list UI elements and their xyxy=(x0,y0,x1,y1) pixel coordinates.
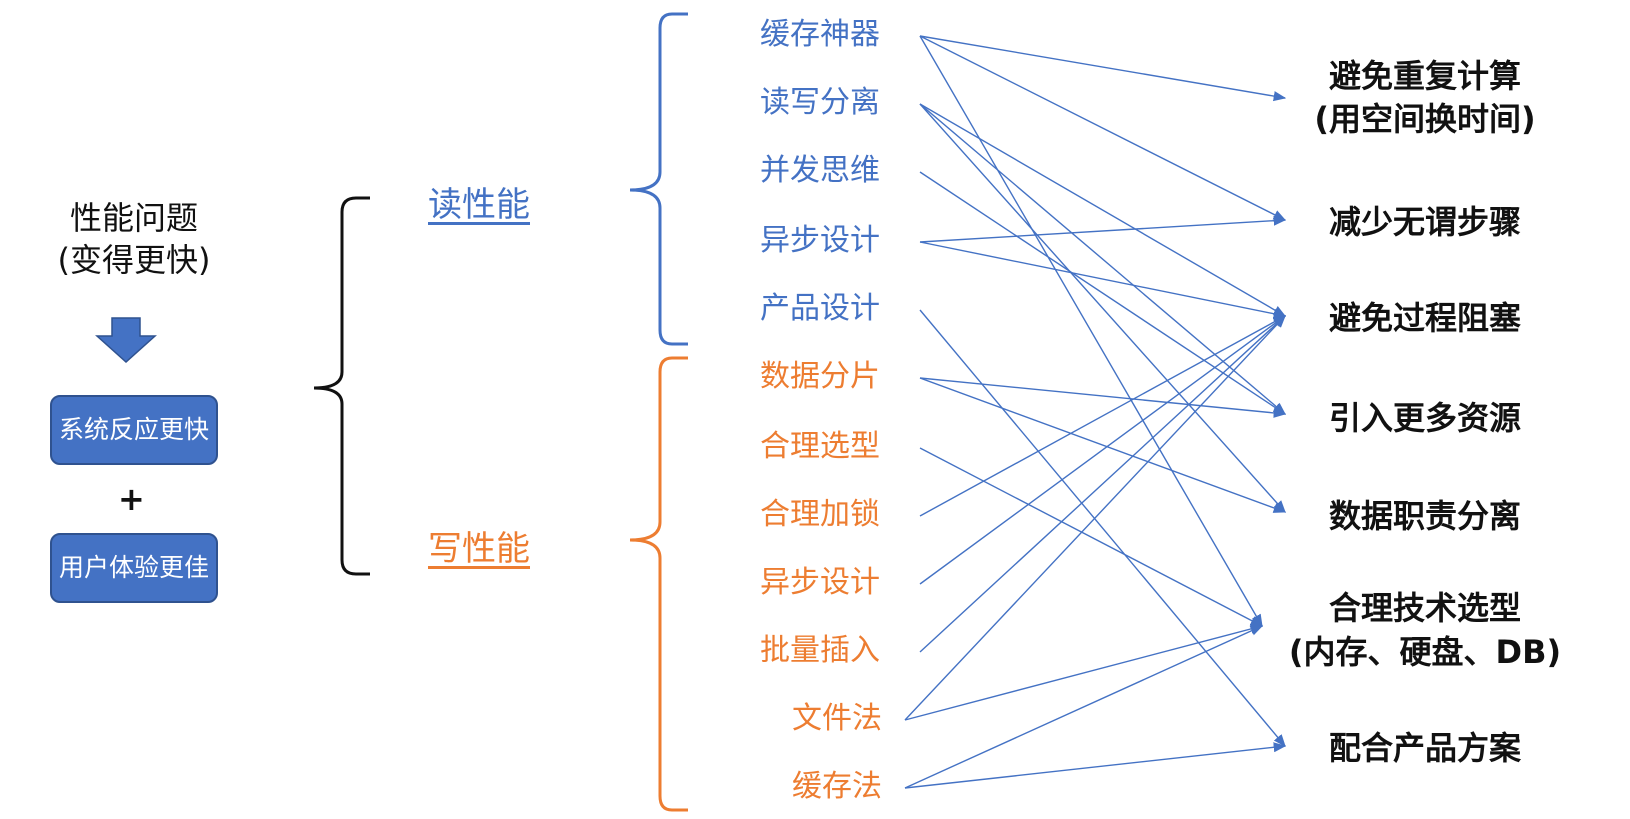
read-brace xyxy=(629,12,688,346)
connector-arrow xyxy=(919,377,1287,513)
write-lever-1: 数据分片 xyxy=(760,359,880,394)
root-title-line1: 性能问题 xyxy=(69,199,198,237)
system-faster-box: 系统反应更快 xyxy=(50,395,218,465)
write-lever-7: 缓存法 xyxy=(792,769,882,804)
write-lever-2: 合理选型 xyxy=(760,429,880,464)
connector-arrow xyxy=(919,103,1287,317)
category-read-performance: 读性能 xyxy=(428,185,530,225)
connector-arrow xyxy=(919,103,1286,513)
connector-arrow xyxy=(904,742,1287,789)
connector-arrow xyxy=(919,35,1263,628)
write-lever-5: 批量插入 xyxy=(760,633,880,668)
goal-reduce-steps: 减少无谓步骤 xyxy=(1328,203,1521,241)
connector-arrow xyxy=(919,315,1287,517)
write-lever-6: 文件法 xyxy=(792,701,882,736)
read-lever-5: 产品设计 xyxy=(760,291,880,326)
connector-arrow xyxy=(919,309,1286,747)
read-lever-1: 缓存神器 xyxy=(760,17,880,52)
connector-arrow xyxy=(919,103,1286,415)
read-lever-4: 异步设计 xyxy=(760,223,880,258)
goal-tech-selection-note: (内存、硬盘、DB) xyxy=(1288,633,1562,671)
goal-avoid-recompute-note: (用空间换时间) xyxy=(1314,100,1536,138)
connector-arrow xyxy=(919,315,1287,585)
connector-arrow xyxy=(904,624,1264,721)
plus-sign: + xyxy=(118,480,145,518)
write-lever-4: 异步设计 xyxy=(760,565,880,600)
main-brace xyxy=(313,196,370,576)
goal-avoid-recompute: 避免重复计算 xyxy=(1328,57,1521,95)
write-brace xyxy=(629,356,688,812)
down-arrow-icon xyxy=(95,317,157,364)
write-lever-3: 合理加锁 xyxy=(760,497,880,532)
connector-arrow xyxy=(919,215,1287,243)
connector-arrow xyxy=(919,171,1287,415)
root-title-line2: (变得更快) xyxy=(57,241,211,279)
connector-arrow xyxy=(904,625,1264,789)
goal-avoid-blocking: 避免过程阻塞 xyxy=(1328,299,1521,337)
read-lever-2: 读写分离 xyxy=(760,85,880,120)
read-lever-3: 并发思维 xyxy=(760,153,880,188)
connector-arrow xyxy=(919,315,1286,653)
connector-arrow xyxy=(904,315,1286,721)
goal-product-solution: 配合产品方案 xyxy=(1328,729,1521,767)
goal-separate-duties: 数据职责分离 xyxy=(1328,497,1521,535)
connector-arrow xyxy=(919,447,1264,627)
goal-tech-selection: 合理技术选型 xyxy=(1328,589,1521,627)
goal-more-resources: 引入更多资源 xyxy=(1328,399,1521,437)
user-experience-box: 用户体验更佳 xyxy=(50,533,218,603)
connector-arrow xyxy=(919,241,1287,319)
category-write-performance: 写性能 xyxy=(428,529,530,569)
connector-lines xyxy=(904,35,1287,789)
connector-arrow xyxy=(919,35,1287,102)
connector-arrow xyxy=(919,377,1287,418)
connector-arrow xyxy=(919,35,1287,221)
